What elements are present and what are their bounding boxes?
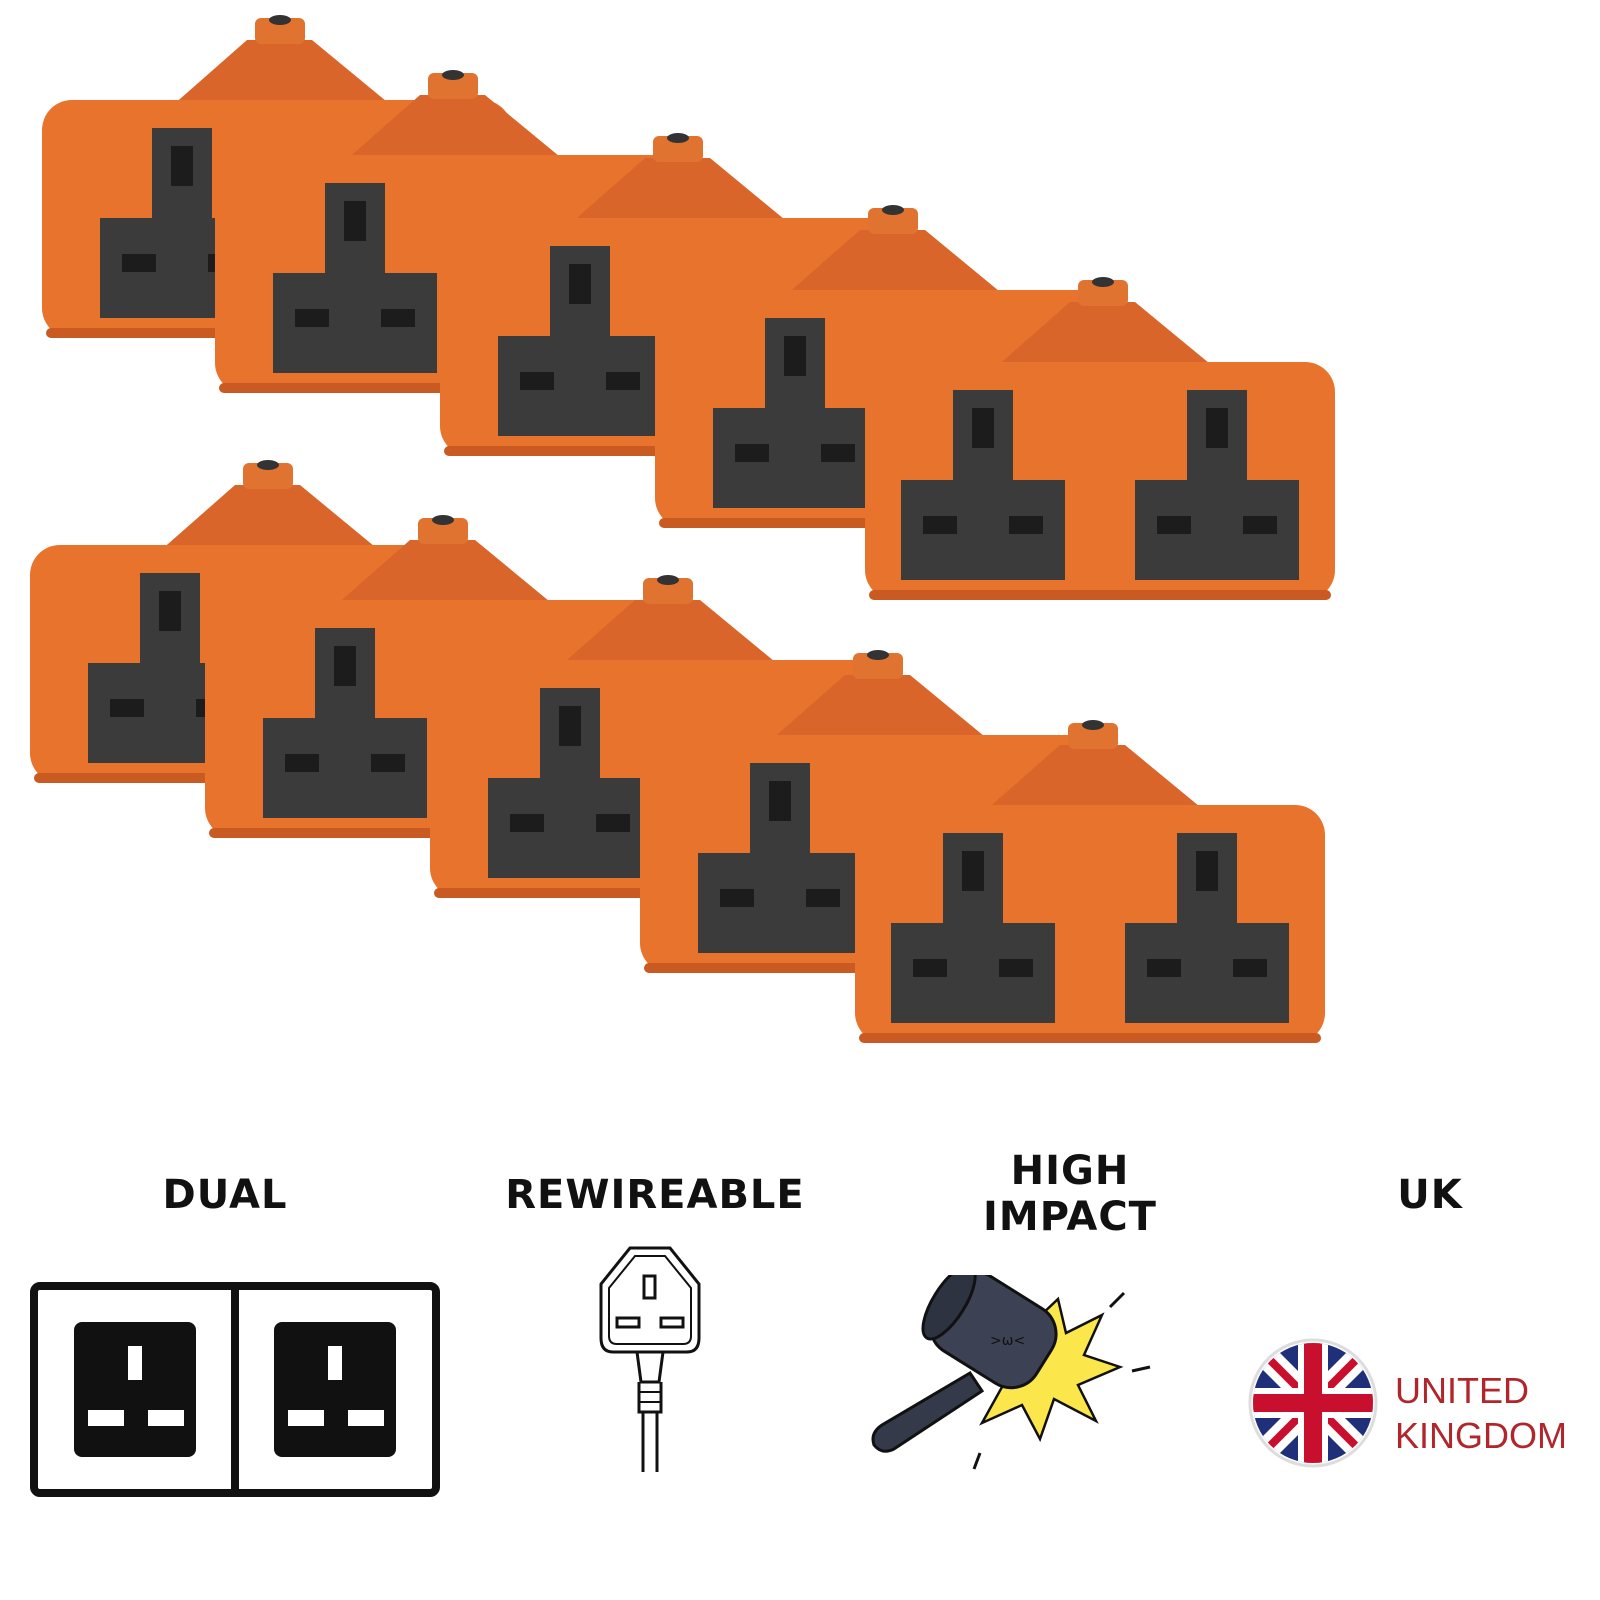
cable-cap (995, 302, 1215, 368)
feature-label-high-impact: HIGH IMPACT (920, 1148, 1220, 1240)
neutral-slot (806, 889, 840, 907)
cable-entry (853, 653, 903, 679)
cable-cap (985, 745, 1205, 811)
neutral-slot (596, 814, 630, 832)
feature-label-uk: UK (1397, 1172, 1463, 1218)
earth-slot (344, 201, 366, 241)
earth-slot (769, 781, 791, 821)
neutral-slot (999, 959, 1033, 977)
cable-cap (770, 675, 990, 741)
feature-label-high: HIGH (1010, 1148, 1130, 1194)
cable-entry (418, 518, 468, 544)
cable-hole (657, 575, 679, 585)
live-slot (1157, 516, 1191, 534)
neutral-slot (1243, 516, 1277, 534)
product-photo-sockets (30, 15, 1335, 1043)
cable-entry (1078, 280, 1128, 306)
earth-slot (171, 146, 193, 186)
union-jack-flag-icon (1248, 1338, 1378, 1468)
double-socket (855, 720, 1325, 1043)
body-edge (869, 590, 1331, 600)
live-slot (285, 754, 319, 772)
cable-cap (335, 540, 555, 606)
cable-entry (868, 208, 918, 234)
cable-cap (172, 40, 392, 106)
earth-slot (784, 336, 806, 376)
svg-text:>ω<: >ω< (990, 1333, 1025, 1349)
neutral-slot (606, 372, 640, 390)
live-slot (510, 814, 544, 832)
uk-plug-icon (599, 1246, 701, 1472)
cable-entry (1068, 723, 1118, 749)
neutral-slot (371, 754, 405, 772)
cable-hole (867, 650, 889, 660)
cable-hole (882, 205, 904, 215)
live-slot (720, 889, 754, 907)
neutral-slot (1233, 959, 1267, 977)
cable-cap (570, 158, 790, 224)
cable-hole (1092, 277, 1114, 287)
cable-hole (257, 460, 279, 470)
feature-label-rewireable: REWIREABLE (505, 1172, 805, 1218)
cable-hole (432, 515, 454, 525)
cable-cap (560, 600, 780, 666)
cable-entry (255, 18, 305, 44)
live-slot (735, 444, 769, 462)
earth-slot (559, 706, 581, 746)
cable-entry (243, 463, 293, 489)
cable-cap (785, 230, 1005, 296)
cable-entry (653, 136, 703, 162)
united-kingdom-badge-text: UNITED KINGDOM (1395, 1368, 1567, 1458)
earth-slot (1196, 851, 1218, 891)
cable-hole (442, 70, 464, 80)
feature-label-impact: IMPACT (983, 1194, 1157, 1240)
live-slot (295, 309, 329, 327)
rubber-mallet-icon: >ω< (871, 1275, 1151, 1470)
earth-slot (334, 646, 356, 686)
double-socket-icon (30, 1282, 440, 1497)
cable-cap (345, 95, 565, 161)
neutral-slot (821, 444, 855, 462)
live-slot (1147, 959, 1181, 977)
feature-label-dual: DUAL (162, 1172, 288, 1218)
earth-slot (159, 591, 181, 631)
uk-badge-line-1: UNITED (1395, 1370, 1529, 1411)
live-slot (923, 516, 957, 534)
cable-hole (667, 133, 689, 143)
cable-entry (643, 578, 693, 604)
live-slot (110, 699, 144, 717)
cable-entry (428, 73, 478, 99)
live-slot (913, 959, 947, 977)
cable-hole (269, 15, 291, 25)
neutral-slot (1009, 516, 1043, 534)
earth-slot (1206, 408, 1228, 448)
uk-badge-line-2: KINGDOM (1395, 1415, 1568, 1456)
earth-slot (569, 264, 591, 304)
live-slot (122, 254, 156, 272)
earth-slot (972, 408, 994, 448)
cable-hole (1082, 720, 1104, 730)
neutral-slot (381, 309, 415, 327)
double-socket (865, 277, 1335, 600)
body-edge (859, 1033, 1321, 1043)
live-slot (520, 372, 554, 390)
cable-cap (160, 485, 380, 551)
earth-slot (962, 851, 984, 891)
